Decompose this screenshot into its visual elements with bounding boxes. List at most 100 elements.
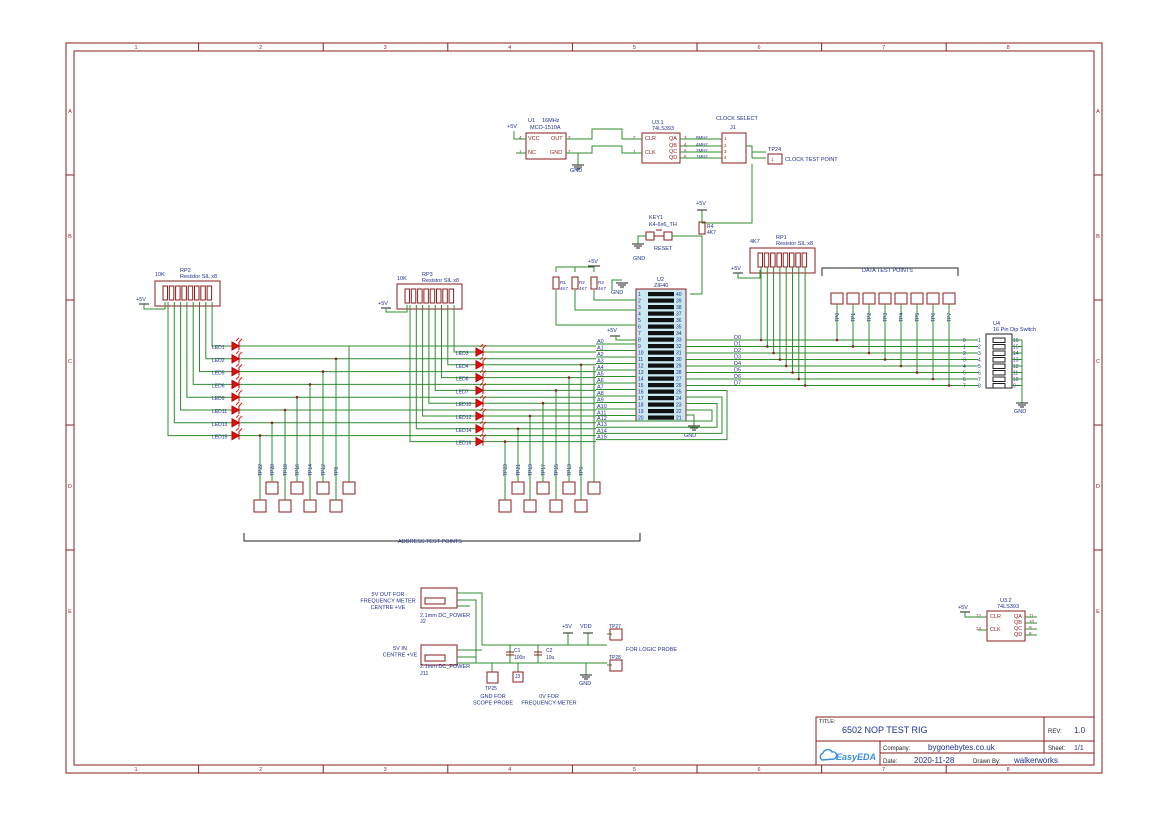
address-tp-label: TP19	[528, 464, 534, 476]
wires-layer	[167, 267, 978, 443]
cpu-right-pin-num: 29	[676, 364, 682, 370]
u32-qb: QB	[1014, 620, 1022, 626]
cpu-socket-slot	[648, 331, 674, 336]
j1-pin-3: 3	[724, 149, 727, 154]
led-light-arrow	[479, 382, 487, 387]
address-net-label: A10	[597, 404, 607, 410]
led-icon	[475, 372, 485, 383]
led-icon	[475, 385, 485, 396]
address-wire	[596, 403, 718, 428]
border-row-right: E	[1096, 609, 1100, 615]
rp1-part: Resistor SIL x8	[776, 241, 813, 247]
u32-qa: QA	[1014, 614, 1022, 620]
dip-right-pin-num: 14	[1013, 351, 1019, 357]
cpu-socket-slot	[648, 376, 674, 381]
right-led-label: LED14	[456, 428, 472, 434]
u1-pin-gnd: GND	[550, 150, 562, 156]
led-wire	[192, 302, 232, 385]
border-row-right: A	[1096, 109, 1100, 115]
rp1-vcc: +5V	[731, 266, 741, 272]
address-wire	[596, 409, 713, 422]
drawn-label: Drawn By:	[973, 759, 1001, 765]
cpu-part: ZIF40	[654, 283, 668, 289]
address-wire	[596, 390, 728, 441]
oscillator-u1: U1 16MHz MCO-1510A VCC OUT NC GND 4 3 1 …	[507, 118, 584, 174]
address-net-label: A4	[597, 365, 604, 371]
address-net-label: A0	[597, 339, 604, 345]
junction-dot	[321, 370, 325, 373]
dip-switch-toggle	[992, 344, 1006, 350]
cpu-left-pin-num: 19	[638, 409, 644, 415]
r4-ref: R4	[707, 224, 714, 230]
resistor-pack-rp1: 4K7 RP1 Resistor SIL x8 +5V	[731, 235, 816, 279]
junction-dot	[931, 377, 935, 381]
u31-part: 74LS393	[652, 126, 674, 132]
led-wire	[409, 305, 476, 443]
border-col-bottom: 8	[1007, 767, 1010, 773]
address-net-label: A5	[597, 372, 604, 378]
led-icon	[475, 359, 485, 370]
led-wire	[428, 305, 476, 404]
pullups-vcc: +5V	[588, 259, 598, 265]
address-tp-label: TP17	[541, 464, 547, 476]
company-label: Company:	[883, 746, 911, 752]
led-wire	[211, 302, 232, 347]
u31-qc: QC	[669, 149, 677, 155]
data-net-label: D2	[734, 348, 741, 354]
led-light-arrow	[235, 427, 243, 432]
resistor-element	[404, 288, 410, 304]
u32-vcc: +5V	[958, 605, 968, 611]
led-light-arrow	[479, 407, 487, 413]
dip-right-pin-num: 16	[1013, 338, 1019, 344]
resistor-element	[162, 285, 168, 301]
address-tp-label: TP22	[258, 464, 264, 476]
cpu-right-pin-num: 32	[676, 344, 682, 350]
led-icon	[231, 430, 241, 441]
address-wire	[596, 396, 723, 434]
tp27-ref: TP27	[609, 624, 621, 630]
u31-qd: QD	[669, 155, 677, 161]
cpu-socket-slot	[648, 357, 674, 362]
cpu-ref: U2	[657, 277, 664, 283]
freq-2mhz: 2MHz	[696, 148, 709, 153]
dip-left-pin-num: 3	[978, 351, 981, 357]
dip-inner-num: 4	[963, 364, 966, 370]
resistor-element	[200, 285, 206, 301]
dip-inner-num: 5	[963, 371, 966, 377]
r2-ref: R2	[579, 280, 585, 285]
data-net-label: D4	[734, 361, 741, 367]
address-net-label: A1	[597, 346, 604, 352]
cpu-right-pin-num: 35	[676, 325, 682, 331]
dip-inner-num: 0	[963, 338, 966, 344]
data-net-label: D7	[734, 381, 741, 387]
junction-dot	[772, 351, 775, 355]
tp24-label: CLOCK TEST POINT	[785, 157, 838, 163]
led-light-arrow	[479, 394, 487, 400]
dip-inner-num: 2	[963, 351, 966, 357]
u32-qd: QD	[1014, 632, 1022, 638]
resistor-element	[795, 252, 801, 268]
border-row-right: D	[1096, 484, 1100, 490]
cpu-socket-slot	[648, 311, 674, 316]
junction-dot	[579, 363, 583, 367]
cpu-socket-slot	[648, 305, 674, 310]
r1-ref: R1	[560, 280, 566, 285]
clock-select-title: CLOCK SELECT	[716, 116, 759, 122]
resistor-element	[757, 252, 763, 268]
led-light-arrow	[235, 337, 243, 343]
title-block: TITLE: 6502 NOP TEST RIG REV: 1.0 Compan…	[815, 716, 1095, 766]
rp3-value: 10K	[397, 276, 407, 282]
address-tp-label: TP14	[308, 464, 314, 476]
title-text: 6502 NOP TEST RIG	[842, 725, 928, 735]
junction-dot	[554, 389, 558, 392]
dip-right-pin-num: 11	[1013, 371, 1018, 377]
cpu-right-pin-num: 37	[676, 312, 682, 318]
u1-pin-out: OUT	[551, 136, 563, 142]
led-icon	[475, 411, 485, 421]
key1-part: K4-6x6_TH	[649, 222, 677, 228]
tp28-ref: TP28	[609, 655, 621, 661]
r4-val: 4K7	[707, 230, 716, 236]
dip-gnd: GND	[1014, 409, 1026, 415]
